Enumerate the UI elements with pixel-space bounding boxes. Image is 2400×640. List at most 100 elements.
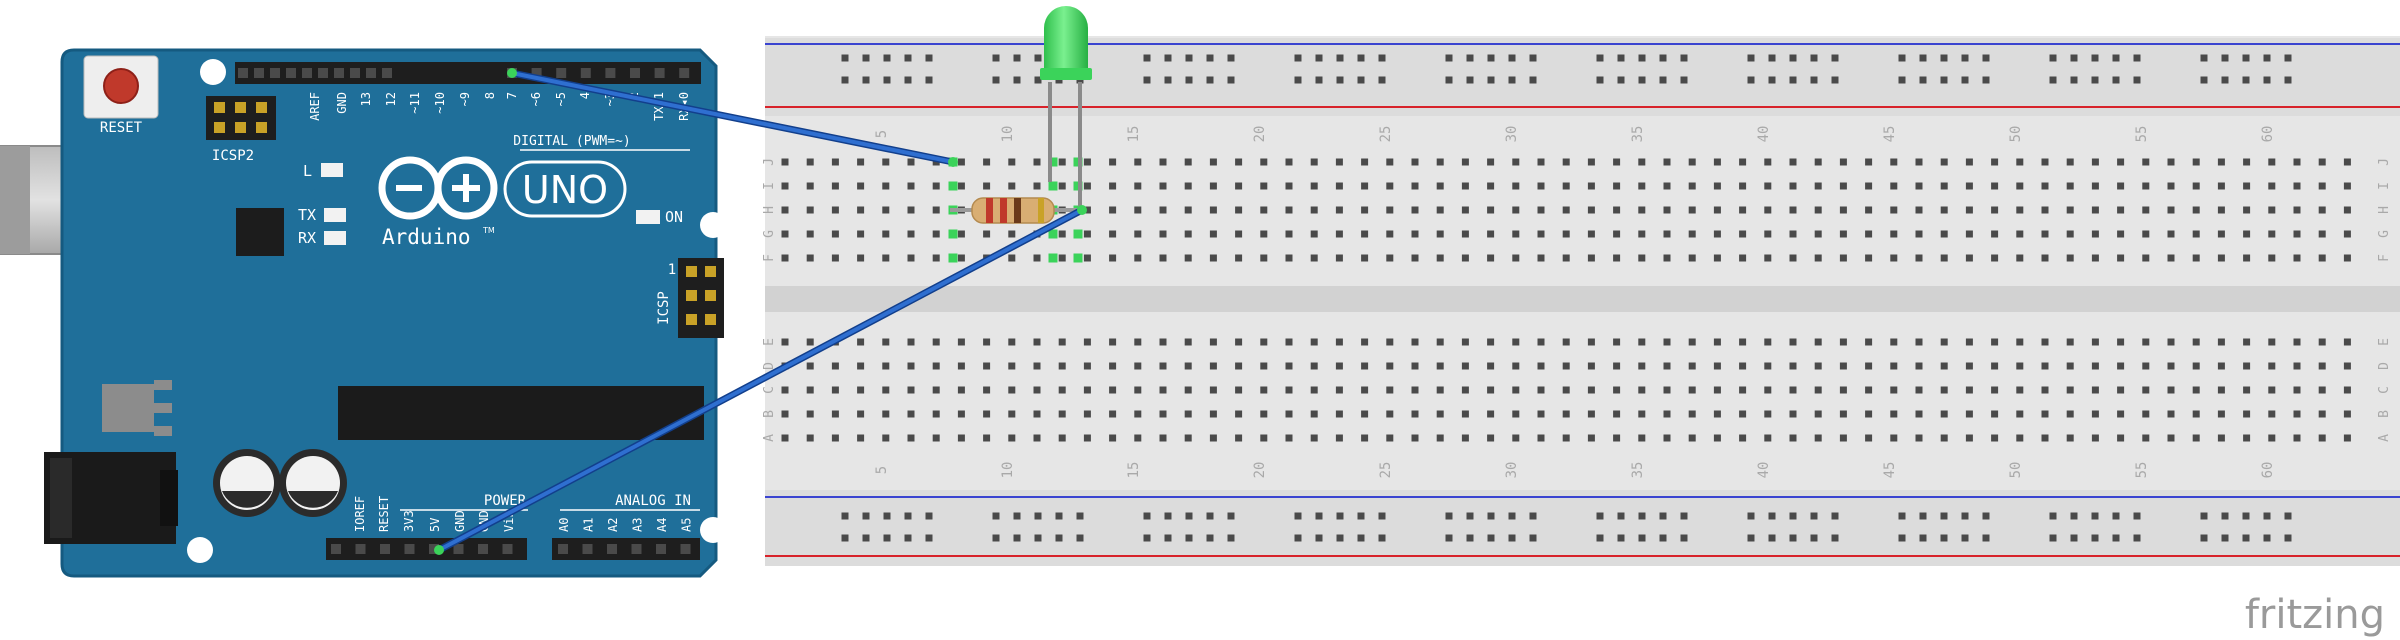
breadboard-hole [1814, 254, 1822, 262]
breadboard-hole [2091, 434, 2099, 442]
breadboard-hole [1562, 386, 1570, 394]
breadboard-hole [1562, 254, 1570, 262]
rail-hole [883, 512, 891, 520]
rail-hole [883, 76, 891, 84]
breadboard-hole [1058, 386, 1066, 394]
breadboard-hole [932, 386, 940, 394]
breadboard-hole [1436, 230, 1444, 238]
breadboard-hole [2192, 410, 2200, 418]
breadboard-hole [1613, 410, 1621, 418]
breadboard-hole [2142, 410, 2150, 418]
breadboard-hole [1638, 386, 1646, 394]
column-number: 40 [1756, 126, 1772, 143]
breadboard-hole [2041, 410, 2049, 418]
breadboard-hole [1411, 254, 1419, 262]
breadboard-hole [2041, 434, 2049, 442]
breadboard-hole [1310, 206, 1318, 214]
breadboard-hole [1285, 338, 1293, 346]
breadboard-hole [1839, 158, 1847, 166]
rail-hole [1034, 76, 1042, 84]
breadboard-hole [2016, 230, 2024, 238]
reset-button[interactable] [83, 55, 159, 119]
breadboard-hole [1386, 230, 1394, 238]
breadboard-hole [1361, 230, 1369, 238]
digital-pin-label: 8 [483, 92, 497, 99]
breadboard-hole [1260, 206, 1268, 214]
breadboard-hole [1109, 254, 1117, 262]
header-pin [654, 68, 665, 78]
row-letter: E [762, 338, 777, 346]
breadboard-hole [1361, 434, 1369, 442]
breadboard-hole [1083, 206, 1091, 214]
rail-hole [1508, 512, 1516, 520]
breadboard-hole [1562, 434, 1570, 442]
breadboard-hole [1109, 386, 1117, 394]
breadboard-hole [2343, 230, 2351, 238]
breadboard-hole [1965, 386, 1973, 394]
row-letter: I [2377, 182, 2392, 190]
breadboard-hole [1965, 158, 1973, 166]
breadboard-hole [1940, 230, 1948, 238]
breadboard-hole [1789, 338, 1797, 346]
breadboard-hole [2041, 254, 2049, 262]
breadboard-hole [1335, 338, 1343, 346]
breadboard-hole [2117, 182, 2125, 190]
breadboard-hole [1008, 182, 1016, 190]
mount-hole [200, 59, 226, 85]
breadboard-hole [1789, 158, 1797, 166]
breadboard-hole [2343, 386, 2351, 394]
green-led [1040, 6, 1092, 210]
breadboard-hole [1713, 410, 1721, 418]
breadboard-hole [1991, 338, 1999, 346]
tm-label: TM [482, 226, 495, 235]
breadboard-hole [882, 386, 890, 394]
column-number: 10 [1000, 126, 1016, 143]
breadboard-hole [882, 434, 890, 442]
header-pin [382, 68, 392, 78]
breadboard-hole [1184, 386, 1192, 394]
breadboard-hole [857, 254, 865, 262]
breadboard-hole [1739, 362, 1747, 370]
breadboard-hole [1814, 338, 1822, 346]
rail-hole [1185, 512, 1193, 520]
breadboard-hole [2217, 386, 2225, 394]
icsp-label: ICSP [656, 291, 672, 325]
rail-hole [1357, 534, 1365, 542]
breadboard-hole [2016, 362, 2024, 370]
rail-hole [1810, 76, 1818, 84]
breadboard-hole [1739, 386, 1747, 394]
breadboard-hole [1184, 182, 1192, 190]
mount-hole [187, 537, 213, 563]
breadboard-hole [1688, 338, 1696, 346]
column-number: 40 [1756, 462, 1772, 479]
highlight-hole [948, 253, 958, 263]
rail-hole [1596, 76, 1604, 84]
rail-hole [2070, 76, 2078, 84]
rail-hole [2049, 512, 2057, 520]
breadboard-hole [1285, 386, 1293, 394]
header-pin [686, 290, 697, 301]
breadboard-hole [1915, 386, 1923, 394]
breadboard-hole [2243, 386, 2251, 394]
column-number: 25 [1378, 462, 1394, 479]
breadboard-hole [1235, 338, 1243, 346]
breadboard-hole [1991, 434, 1999, 442]
breadboard-hole [2243, 338, 2251, 346]
column-number: 55 [2134, 462, 2150, 479]
rail-hole [1919, 534, 1927, 542]
breadboard-hole [1235, 206, 1243, 214]
breadboard-hole [1512, 434, 1520, 442]
breadboard-hole [1335, 206, 1343, 214]
breadboard-hole [1991, 230, 1999, 238]
breadboard-hole [983, 386, 991, 394]
breadboard-hole [1134, 410, 1142, 418]
breadboard-hole [1739, 230, 1747, 238]
breadboard-hole [1739, 338, 1747, 346]
header-pin [214, 102, 225, 113]
breadboard-hole [2268, 338, 2276, 346]
row-letter: C [762, 386, 777, 394]
rail-hole [2091, 54, 2099, 62]
header-pin [235, 102, 246, 113]
breadboard-hole [932, 434, 940, 442]
breadboard-hole [1638, 434, 1646, 442]
